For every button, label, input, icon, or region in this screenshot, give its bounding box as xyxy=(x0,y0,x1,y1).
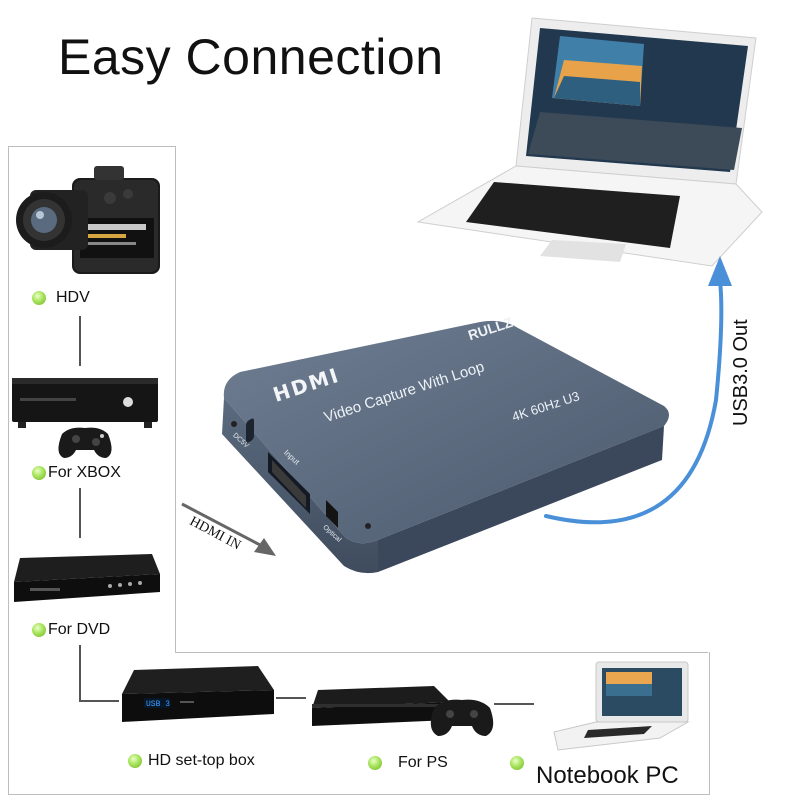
xbox-console-icon xyxy=(12,378,158,458)
bullet-icon xyxy=(128,754,142,768)
connector-line xyxy=(79,700,119,702)
usb-out-label: USB3.0 Out xyxy=(730,319,752,426)
svg-text:USB 3: USB 3 xyxy=(146,700,170,709)
set-top-box-icon: USB 3 xyxy=(122,666,274,722)
connector-line xyxy=(494,703,534,705)
capture-device xyxy=(222,320,670,574)
bullet-icon xyxy=(32,623,46,637)
source-label-set-top-box: HD set-top box xyxy=(148,752,255,769)
dvd-player-icon xyxy=(14,554,160,602)
bullet-icon xyxy=(510,756,524,770)
source-label-xbox: For XBOX xyxy=(48,464,121,481)
source-label-dvd: For DVD xyxy=(48,621,111,638)
connection-frame-top-right xyxy=(175,652,708,653)
hdmi-in-arrow-icon xyxy=(181,502,276,556)
camcorder-icon xyxy=(16,166,160,274)
connection-frame-top xyxy=(8,146,175,147)
bullet-icon xyxy=(32,466,46,480)
laptop-icon xyxy=(416,17,763,267)
source-label-ps: For PS xyxy=(398,754,448,771)
connector-line xyxy=(79,645,81,700)
connector-line xyxy=(79,316,81,366)
bullet-icon xyxy=(368,756,382,770)
playstation-console-icon xyxy=(312,686,494,736)
notebook-icon xyxy=(553,661,690,751)
connector-line xyxy=(79,488,81,538)
connection-frame-bottom-row xyxy=(8,652,710,795)
connector-line xyxy=(276,697,306,699)
connection-frame-right xyxy=(175,146,176,652)
page-title: Easy Connection xyxy=(58,29,444,85)
source-label-notebook: Notebook PC xyxy=(536,762,679,789)
source-label-hdv: HDV xyxy=(56,289,90,306)
usb-out-arrow-icon xyxy=(544,256,732,525)
bullet-icon xyxy=(32,291,46,305)
